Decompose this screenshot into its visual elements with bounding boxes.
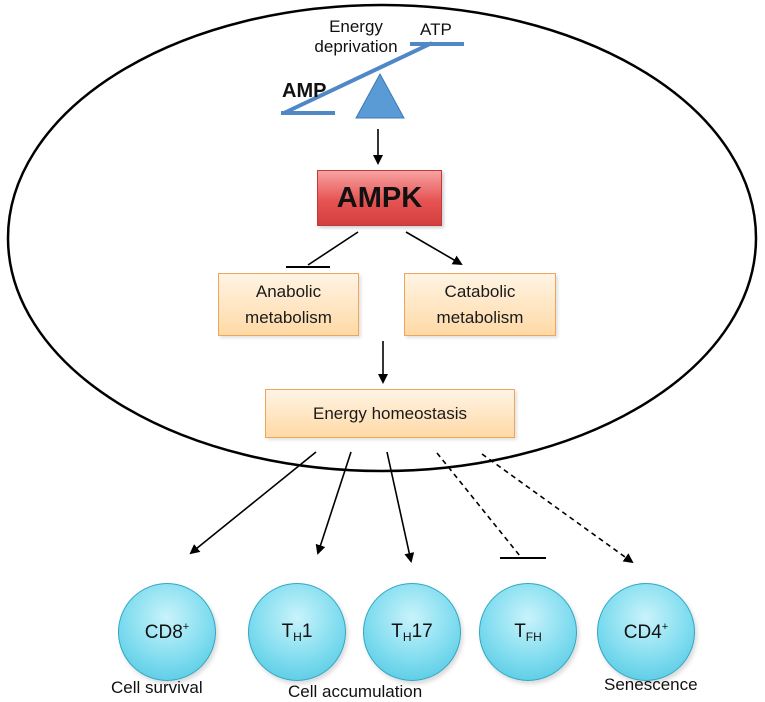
catabolic-line2: metabolism <box>436 307 524 327</box>
cd4-cell: CD4+ <box>597 583 695 681</box>
arrow-to-th17 <box>386 451 415 563</box>
th17-cell: TH17 <box>363 583 461 681</box>
energy-homeostasis-box: Energy homeostasis <box>265 389 515 438</box>
balance-beam <box>283 41 433 115</box>
catabolic-line1: Catabolic <box>444 281 516 301</box>
cd8-label: CD8+ <box>144 620 190 643</box>
energy-deprivation-label: Energy deprivation <box>300 17 412 57</box>
cd4-label: CD4+ <box>623 620 669 643</box>
balance-fulcrum <box>355 72 405 119</box>
ampk-label: AMPK <box>336 181 423 214</box>
arrow-to-cd8 <box>189 451 317 555</box>
tfh-cell: TFH <box>479 583 577 681</box>
th1-cell: TH1 <box>248 583 346 681</box>
ampk-box: AMPK <box>317 170 442 226</box>
arrow-to-th1 <box>315 451 352 555</box>
arrow-ampk-to-catabolic <box>405 231 463 266</box>
tfh-label: TFH <box>514 620 542 644</box>
cell-survival-label: Cell survival <box>111 678 203 697</box>
cell-accumulation-label: Cell accumulation <box>288 682 423 701</box>
energy-homeostasis-label: Energy homeostasis <box>312 403 468 423</box>
anabolic-metabolism-box: Anabolic metabolism <box>218 273 359 336</box>
senescence-label: Senescence <box>604 675 698 694</box>
anabolic-line1: Anabolic <box>255 281 322 301</box>
inhibition-ampk-to-anabolic <box>307 231 359 266</box>
energy-label-line1: Energy <box>329 17 383 36</box>
anabolic-line2: metabolism <box>245 307 332 327</box>
dashed-arrow-to-cd4 <box>481 453 634 564</box>
dashed-inhibition-to-tfh <box>436 452 521 557</box>
catabolic-metabolism-box: Catabolic metabolism <box>404 273 556 336</box>
energy-label-line2: deprivation <box>314 37 398 56</box>
cd8-cell: CD8+ <box>118 583 216 681</box>
th17-label: TH17 <box>391 620 433 644</box>
cell-membrane <box>6 3 758 473</box>
energy-balance-scale <box>281 41 464 119</box>
atp-label: ATP <box>420 20 452 39</box>
amp-label: AMP <box>282 80 327 102</box>
th1-label: TH1 <box>281 620 313 644</box>
